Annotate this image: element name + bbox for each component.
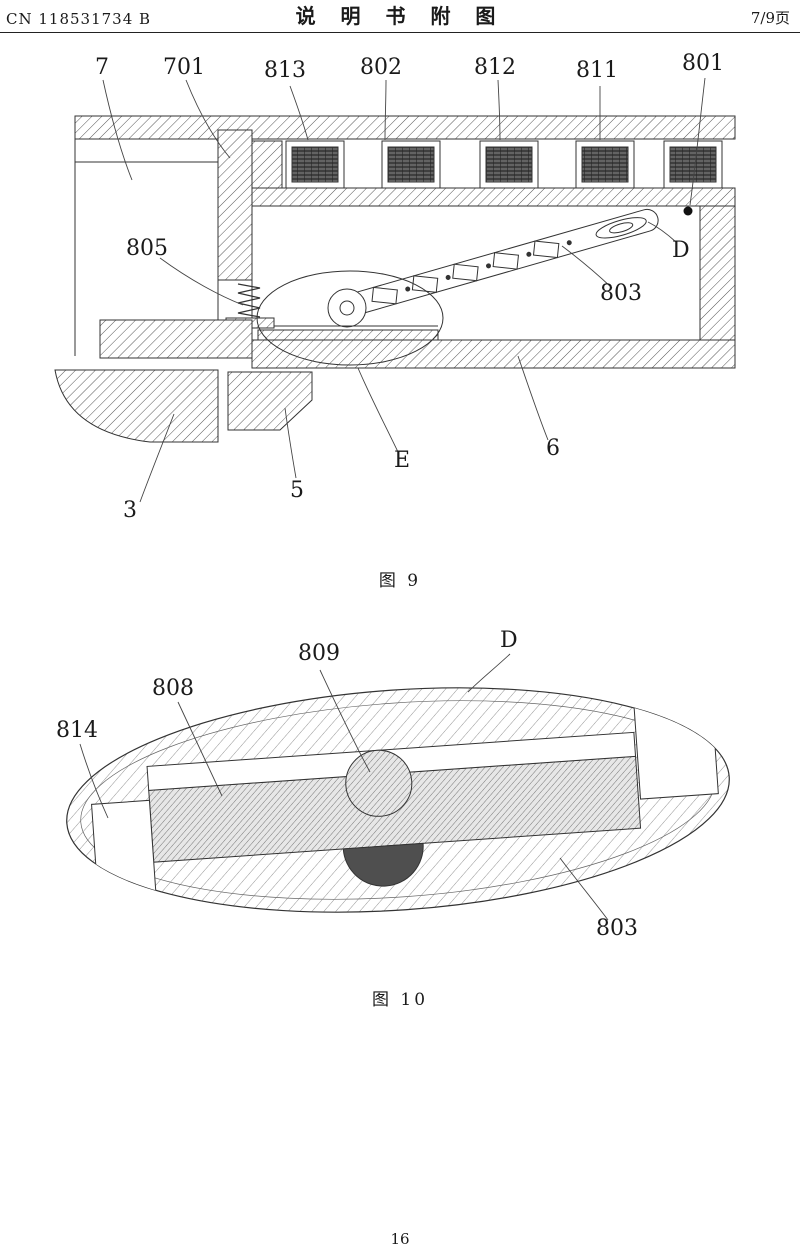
figure10-drawing	[66, 653, 730, 921]
pivot-joint	[257, 288, 439, 341]
fig9-label-D: D	[672, 238, 690, 263]
fig9-label-E: E	[394, 448, 411, 473]
figure9-drawing	[54, 77, 736, 503]
fig9-label-3: 3	[123, 498, 137, 523]
fig10-label-808: 808	[152, 676, 194, 701]
dark-half-disc	[342, 842, 424, 887]
top-plate	[74, 115, 736, 140]
fig9-leaders	[102, 77, 706, 503]
coil-blocks	[285, 140, 723, 189]
right-wall	[699, 205, 736, 343]
fig9-label-812: 812	[474, 55, 516, 80]
block-3	[54, 369, 219, 443]
fig9-label-801: 801	[682, 51, 724, 76]
fig10-label-D: D	[500, 628, 518, 653]
fig9-label-6: 6	[546, 436, 560, 461]
fig10-label-809: 809	[298, 641, 340, 666]
figure10-caption: 图 10	[371, 990, 429, 1010]
arm-803	[349, 208, 659, 315]
upper-strip	[251, 187, 736, 207]
lower-slab-left	[99, 319, 253, 359]
lower-slab-main	[251, 339, 736, 369]
window-814	[91, 799, 157, 905]
window-right	[633, 693, 719, 800]
fig9-label-811: 811	[576, 58, 618, 83]
page-indicator: 7/9页	[750, 9, 790, 27]
page-number: 16	[390, 1230, 410, 1248]
fig9-label-701: 701	[163, 55, 205, 80]
page-header: CN 118531734 B 说 明 书 附 图 7/9页	[0, 0, 800, 33]
fig10-label-803: 803	[596, 916, 638, 941]
fig9-label-802: 802	[360, 55, 402, 80]
fig10-label-814: 814	[56, 718, 98, 743]
fig9-label-803: 803	[600, 281, 642, 306]
pin-801	[683, 206, 693, 216]
patent-number: CN 118531734 B	[6, 10, 152, 28]
boss-809	[345, 749, 413, 817]
block-5	[227, 371, 313, 431]
fig9-label-7: 7	[95, 55, 109, 80]
detail-ellipse-E	[256, 270, 444, 366]
fig9-label-5: 5	[290, 478, 304, 503]
column-701	[217, 129, 253, 281]
fig9-label-805: 805	[126, 236, 168, 261]
document-title: 说 明 书 附 图	[295, 4, 505, 28]
fig10-leaders	[79, 653, 609, 921]
bracket-813	[251, 140, 283, 189]
figure9-caption: 图 9	[378, 571, 422, 591]
fig9-label-813: 813	[264, 58, 306, 83]
